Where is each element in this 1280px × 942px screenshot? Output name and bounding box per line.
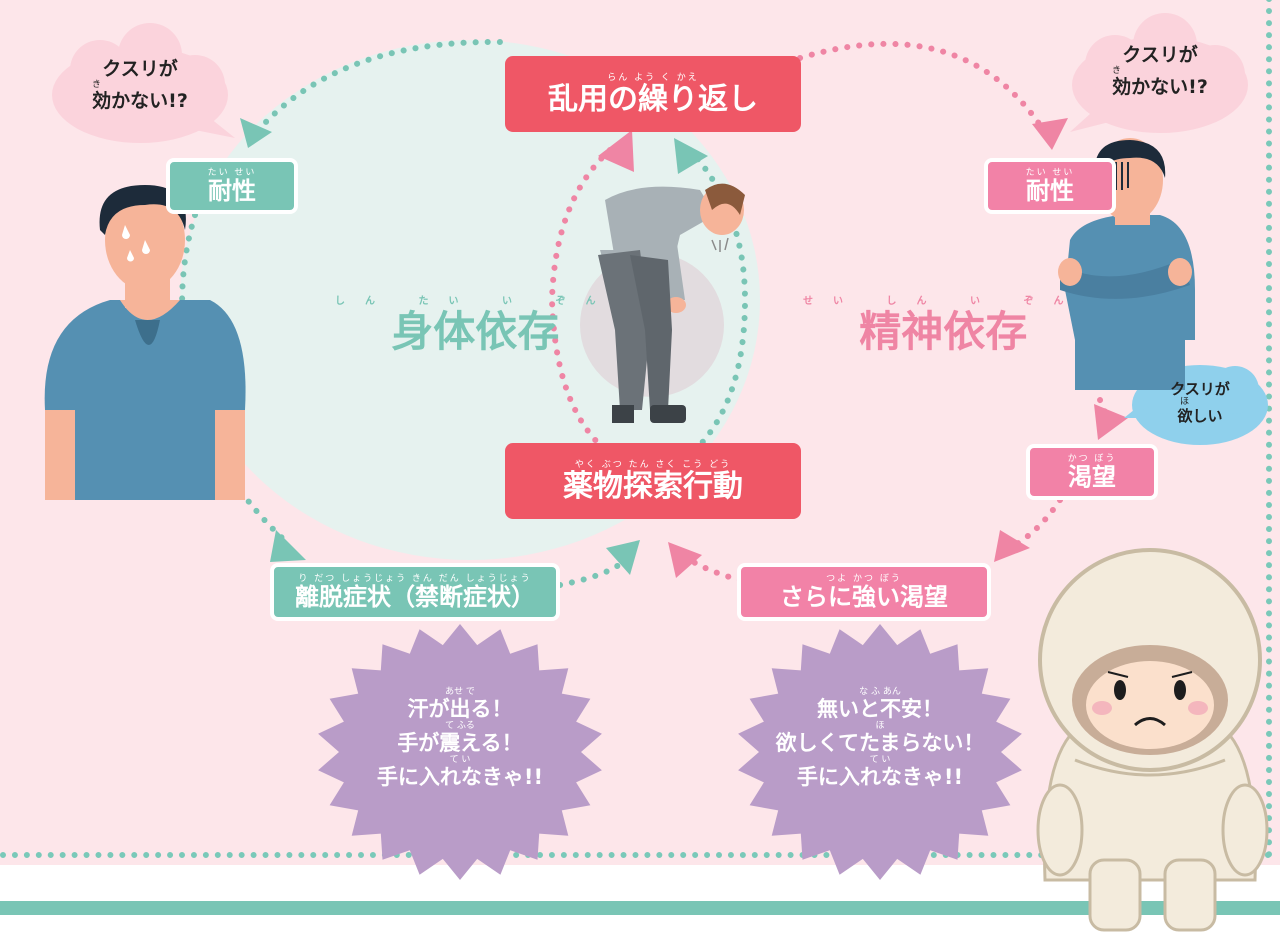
arrow-center-up-right [674, 138, 708, 174]
tolerance-left-box: たい せい 耐性 [166, 158, 298, 214]
tolerance-left-ruby: たい せい [207, 167, 257, 178]
cloud-left-line2: 効かない!? [92, 90, 188, 112]
mental-dependence-label: 精神依存 [859, 307, 1028, 356]
physical-dependence-label: 身体依存 [391, 307, 560, 356]
cloud-left-shape [52, 23, 235, 143]
cloud-left-ruby: き [92, 80, 102, 90]
burst-left-ruby3: て い [449, 755, 471, 765]
worried-mascot-figure [1036, 548, 1269, 932]
cloud-want-text: クスリが ほ 欲しい [1150, 380, 1250, 425]
tolerance-right-box: たい せい 耐性 [984, 158, 1116, 214]
shivering-man-figure [1058, 138, 1195, 390]
burst-left-text: あせ で 汗が出る！ て ふる 手が震える！ て い 手に入れなきゃ!! [340, 688, 580, 790]
craving-ruby: かつ ぼう [1067, 453, 1117, 464]
cloud-left-line1: クスリが [102, 58, 178, 80]
tolerance-right-label: 耐性 [1026, 176, 1074, 205]
burst-right-ruby1: な ふ あん [859, 687, 901, 697]
burst-right-text: な ふ あん 無いと不安！ ほ 欲しくてたまらない！ て い 手に入れなきゃ!! [745, 688, 1015, 790]
cloud-right-ruby: き [1112, 66, 1122, 76]
cloud-right-text: クスリが き 効かない!? [1090, 44, 1230, 99]
dotted-border [0, 0, 1272, 858]
craving-box: かつ ぼう 渇望 [1026, 444, 1158, 500]
cloud-right-line2: 効かない!? [1112, 76, 1208, 98]
physical-dependence-area [180, 40, 760, 560]
arrow-left-bottom [270, 530, 306, 562]
cloud-want-ruby: ほ [1180, 397, 1190, 407]
cloud-right-line1: クスリが [1122, 44, 1198, 66]
withdrawal-label: 離脱症状（禁断症状） [295, 582, 535, 611]
drug-seeking-label: 薬物探索行動 [563, 468, 743, 504]
burst-left-ruby2: て ふる [445, 721, 475, 731]
physical-dependence-title: しん たい い ぞん 身体依存 [335, 296, 615, 356]
mental-dependence-ruby: せい しん い ぞん [803, 296, 1084, 307]
bending-man-figure [580, 183, 745, 423]
arrow-right-top [1032, 118, 1068, 150]
arrow-left-top [240, 118, 272, 148]
burst-right-ruby2: ほ [875, 721, 885, 731]
stronger-craving-label: さらに強い渇望 [780, 582, 948, 611]
stronger-craving-ruby: つよ かつ ぼう [826, 573, 902, 584]
burst-left-line1: 汗が出る！ [407, 697, 513, 721]
cloud-want-line1: クスリが [1170, 380, 1230, 398]
tolerance-left-label: 耐性 [208, 176, 256, 205]
cycle-path-right-top [797, 40, 1043, 128]
burst-left-line3: 手に入れなきゃ!! [376, 765, 544, 789]
burst-right-line1: 無いと不安！ [817, 697, 943, 721]
craving-label: 渇望 [1068, 462, 1116, 491]
arrow-right-bottom [994, 530, 1030, 562]
burst-right-line3: 手に入れなきゃ!! [796, 765, 964, 789]
cloud-right-shape [1070, 13, 1248, 133]
stronger-craving-box: つよ かつ ぼう さらに強い渇望 [737, 563, 991, 621]
sweating-man-figure [44, 185, 246, 500]
repeated-abuse-label: 乱用の繰り返し [548, 81, 758, 117]
physical-dependence-ruby: しん たい い ぞん [335, 296, 616, 307]
drug-seeking-box: やく ぶつ たん さく こう どう 薬物探索行動 [505, 443, 801, 519]
burst-left-shape [318, 624, 602, 880]
burst-left-line2: 手が震える！ [397, 731, 523, 755]
bottom-divider [0, 901, 1280, 915]
cycle-path-center-left [548, 147, 613, 448]
arrow-bottom-right [668, 542, 702, 578]
tolerance-right-ruby: たい せい [1025, 167, 1075, 178]
mental-dependence-title: せい しん い ぞん 精神依存 [803, 296, 1083, 356]
withdrawal-ruby: り だつ しょうじょう きん だん しょうじょう [298, 573, 532, 584]
cloud-left-text: クスリが き 効かない!? [70, 58, 210, 113]
cycle-path-right-bottom [1012, 497, 1063, 548]
cycle-path-bottom-right [687, 557, 743, 583]
drug-seeking-ruby: やく ぶつ たん さく こう どう [574, 459, 732, 470]
repeated-abuse-box: らん よう く かえ 乱用の繰り返し [505, 56, 801, 132]
cycle-path-left-bottom [557, 557, 628, 588]
burst-right-shape [738, 624, 1022, 880]
arrow-center-up-left [598, 130, 634, 172]
burst-left-ruby1: あせ で [445, 687, 475, 697]
arrow-bottom-left [606, 540, 640, 575]
withdrawal-box: り だつ しょうじょう きん だん しょうじょう 離脱症状（禁断症状） [270, 563, 560, 621]
cloud-want-line2: 欲しい [1177, 407, 1223, 425]
arrow-right-mid [1094, 404, 1128, 440]
burst-right-ruby3: て い [869, 755, 891, 765]
burst-right-line2: 欲しくてたまらない！ [775, 731, 985, 755]
repeated-abuse-ruby: らん よう く かえ [607, 72, 699, 83]
